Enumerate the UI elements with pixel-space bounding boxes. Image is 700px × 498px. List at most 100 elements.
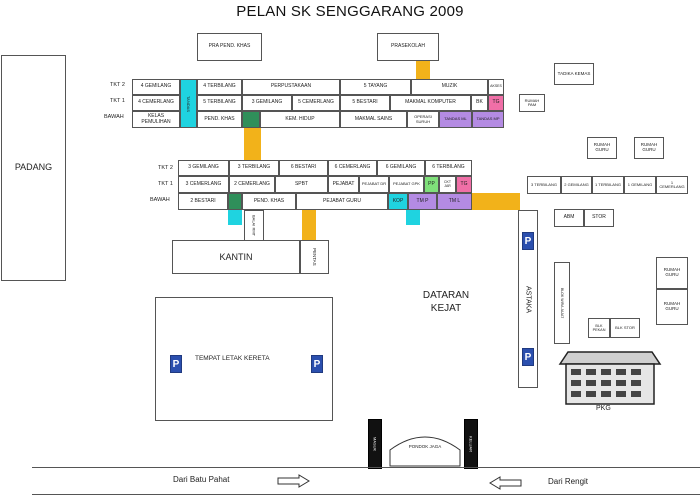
parking-sign: P	[170, 355, 182, 373]
rumah-guru: RUMAH GURU	[587, 137, 617, 159]
room: PEND. KHAS	[242, 193, 296, 210]
kantin: KANTIN	[172, 240, 300, 274]
room: MAKMAL KOMPUTER	[390, 95, 471, 111]
upper-tkt1-label: TKT 1	[110, 98, 125, 104]
room: 6 BESTARI	[279, 160, 328, 176]
orange-walkway-kantin	[302, 210, 316, 240]
room: PEJABAT GURU	[296, 193, 388, 210]
pkg-label: PKG	[596, 405, 611, 412]
lower-tkt2-label: TKT 2	[158, 165, 173, 171]
balai-rmt-label: BALAI RMT	[251, 215, 257, 237]
room-kop: KOP	[388, 193, 408, 210]
room: 2 CEMERLANG	[229, 176, 275, 193]
room: 6 GEMILANG	[377, 160, 425, 176]
kantin-label: KANTIN	[219, 252, 253, 262]
rumah-pam: RUMAH PAM	[519, 94, 545, 112]
room: 4 CEMERLANG	[132, 95, 180, 111]
room: PEJABAT GPK	[389, 176, 424, 193]
lower-bawah-label: BAWAH	[150, 197, 170, 203]
walkway-upper-lower	[244, 128, 261, 160]
room: 4 GEMILANG	[132, 79, 180, 95]
padang-field: PADANG	[1, 55, 66, 281]
blok-wira-label: BLOK WIRA JAJAT	[560, 287, 564, 319]
room: 1 GEMILANG	[624, 176, 656, 194]
dari-rengit: Dari Rengit	[548, 477, 589, 486]
room: PEND. KHAS	[197, 111, 242, 128]
keluar-gate: KELUAR	[464, 419, 478, 469]
room: 1 TERBILANG	[592, 176, 624, 194]
room: MAKMAL SAINS	[340, 111, 407, 128]
masuk-gate: MASUK	[368, 419, 382, 469]
masuk-label: MASUK	[372, 436, 378, 452]
room: PEJABAT	[328, 176, 359, 193]
balai-rmt: BALAI RMT	[244, 210, 264, 242]
room: 6 TERBILANG	[425, 160, 472, 176]
room-pp: PP	[424, 176, 439, 193]
room-tg-lower: TG	[456, 176, 472, 193]
room: KEM. HIDUP	[260, 111, 340, 128]
upper-tkt2-label: TKT 2	[110, 82, 125, 88]
astaka-label: ASTAKA	[524, 286, 532, 314]
tandas-upper: TANDAS	[180, 79, 197, 128]
prasekolah-walkway	[416, 61, 430, 79]
room-tm-p: TM P	[408, 193, 437, 210]
pentas: PENTAS	[300, 240, 329, 274]
room-tm-l: TM L	[437, 193, 472, 210]
room: 6 CEMERLANG	[328, 160, 377, 176]
parking-sign: P	[522, 232, 534, 250]
astaka-label-wrap: ASTAKA	[518, 270, 538, 330]
dataran-label: DATARAN KEJAT	[422, 290, 470, 314]
tandas-label: TANDAS	[186, 95, 191, 112]
blk-pekan: BLK PEKAN	[588, 318, 610, 338]
room: CKT JAR	[439, 176, 456, 193]
plan-title: PELAN SK SENGGARANG 2009	[236, 3, 464, 20]
rumah-guru: RUMAH GURU	[656, 257, 688, 289]
room: 5 BESTARI	[340, 95, 390, 111]
car-park-label: TEMPAT LETAK KERETA	[195, 355, 270, 362]
tempat-letak-kereta	[155, 297, 333, 421]
room: SPBT	[275, 176, 328, 193]
dari-batu-pahat: Dari Batu Pahat	[173, 475, 230, 484]
room: KELAS PEMULIHAN	[132, 111, 180, 128]
pondok-jaga-label: PONDOK JAGA	[408, 444, 442, 449]
blk-stor: BLK STOR	[610, 318, 640, 338]
room: 4 TERBILANG	[197, 79, 242, 95]
blok-wira: BLOK WIRA JAJAT	[554, 262, 570, 344]
room: 5 CEMERLANG	[292, 95, 340, 111]
abm-room: ABM	[554, 209, 584, 227]
room: 3 TERBILANG	[527, 176, 561, 194]
pondok-jaga-icon	[389, 436, 461, 467]
parking-sign: P	[522, 348, 534, 366]
pra-pend-khas-label: PRA PEND. KHAS	[208, 43, 251, 50]
lower-tkt1-label: TKT 1	[158, 181, 173, 187]
arrow-left-icon	[489, 476, 522, 490]
pra-pend-khas-block: PRA PEND. KHAS	[197, 33, 262, 61]
rumah-guru: RUMAH GURU	[656, 289, 688, 325]
room: 3 GEMILANG	[242, 95, 292, 111]
road-bottom-line	[32, 494, 700, 495]
stor-room: STOR	[584, 209, 614, 227]
prasekolah-label: PRASEKOLAH	[391, 43, 425, 50]
parking-sign: P	[311, 355, 323, 373]
room: 3 CEMERLANG	[178, 176, 229, 193]
astaka	[518, 210, 538, 388]
tadika-kemas: TADIKA KEMAS	[554, 63, 594, 85]
room-tg: TG	[488, 95, 504, 111]
prasekolah-block: PRASEKOLAH	[377, 33, 439, 61]
room: 3 TERBILANG	[229, 160, 279, 176]
room: 5 TAYANG	[340, 79, 411, 95]
dataran-kejat: DATARAN KEJAT	[408, 290, 484, 315]
keluar-label: KELUAR	[468, 435, 474, 452]
room: 2 GEMILANG	[561, 176, 592, 194]
room: OPERASI SURUH	[407, 111, 439, 128]
cyan-walkway-1	[228, 210, 242, 225]
room-tandas-ml: TANDAS ML	[439, 111, 472, 128]
rumah-guru: RUMAH GURU	[634, 137, 664, 159]
padang-label: PADANG	[14, 162, 53, 173]
road-top-line	[32, 467, 700, 468]
green-stair-lower	[228, 193, 242, 210]
room: BK	[471, 95, 488, 111]
cyan-walkway-2	[406, 210, 420, 225]
room: MUZIK	[411, 79, 488, 95]
pentas-label: PENTAS	[312, 248, 317, 266]
